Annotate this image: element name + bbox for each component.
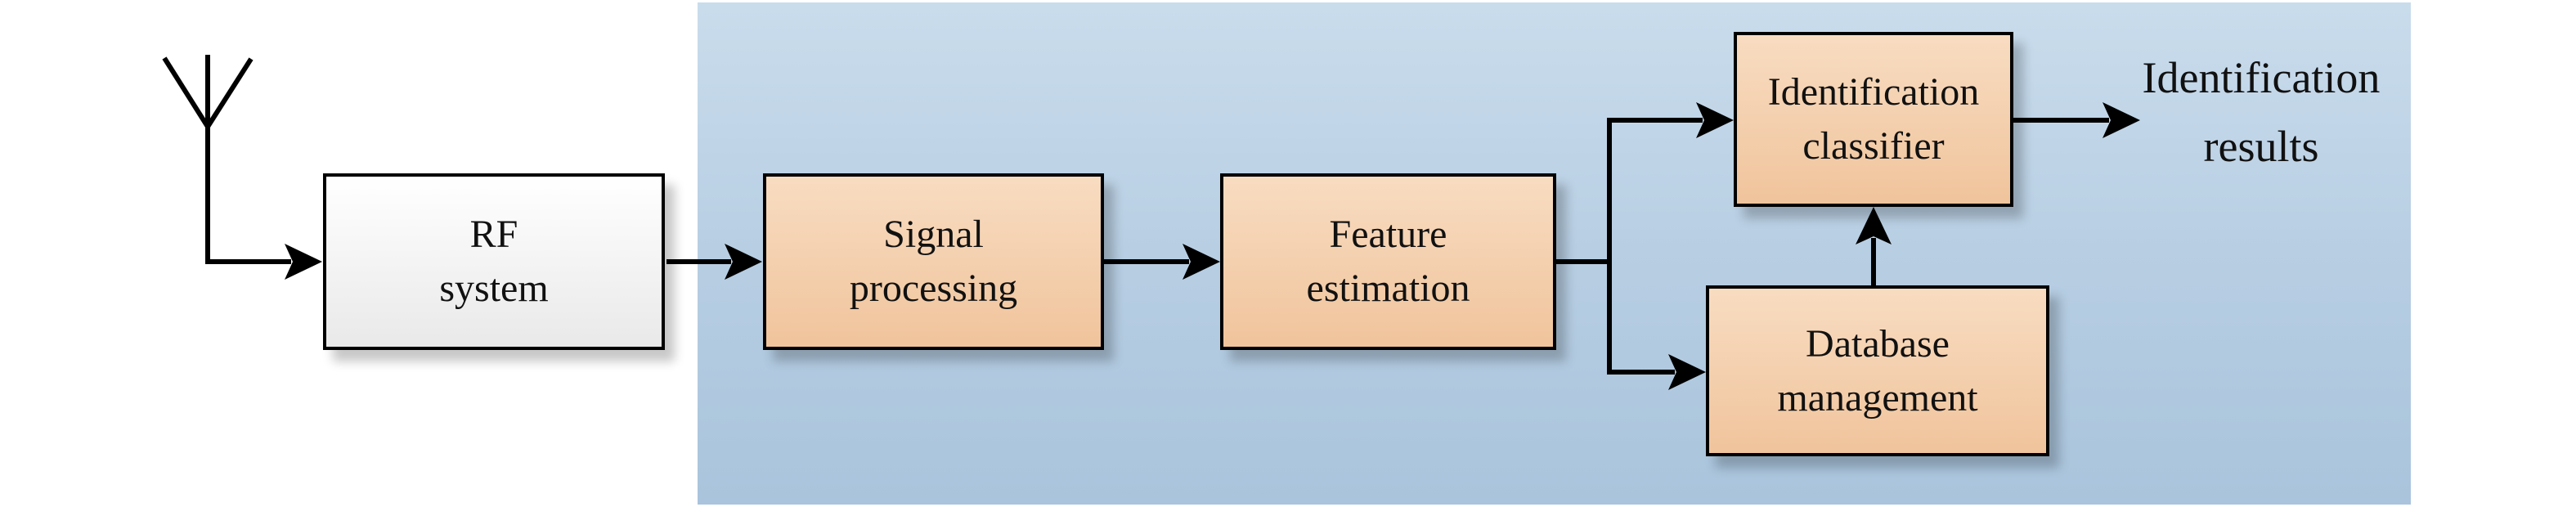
arrow-to-database: [1607, 354, 1706, 390]
database-management-label-line1: Database: [1806, 321, 1950, 366]
arrow-classifier-to-results: [2013, 102, 2140, 138]
identification-classifier-box: Identification classifier: [1734, 32, 2013, 207]
signal-processing-box: Signal processing: [763, 173, 1104, 350]
signal-processing-label-line1: Signal: [883, 213, 984, 256]
feature-estimation-label-line2: estimation: [1306, 267, 1470, 310]
database-management-box: Database management: [1706, 285, 2049, 456]
junction-line: [1556, 120, 1612, 372]
rf-system-label-line2: system: [439, 267, 549, 310]
identification-results-line1: Identification: [2142, 53, 2381, 102]
arrow-rf-to-signal: [666, 244, 762, 280]
identification-results-label: Identification results: [2094, 43, 2429, 181]
identification-results-line2: results: [2203, 122, 2319, 171]
antenna-icon: [162, 55, 291, 264]
arrow-antenna-to-rf: [285, 244, 322, 280]
arrow-to-classifier: [1607, 102, 1734, 138]
database-management-label-line2: management: [1777, 375, 1978, 420]
feature-estimation-box: Feature estimation: [1220, 173, 1556, 350]
feature-estimation-label-line1: Feature: [1329, 213, 1447, 256]
arrow-database-to-classifier: [1856, 207, 1892, 285]
rf-system-label-line1: RF: [469, 213, 518, 256]
identification-classifier-label-line2: classifier: [1802, 124, 1945, 168]
identification-classifier-label-line1: Identification: [1767, 70, 1980, 114]
rf-system-box: RF system: [323, 173, 665, 350]
signal-processing-label-line2: processing: [849, 267, 1018, 310]
arrow-signal-to-feature: [1104, 244, 1220, 280]
